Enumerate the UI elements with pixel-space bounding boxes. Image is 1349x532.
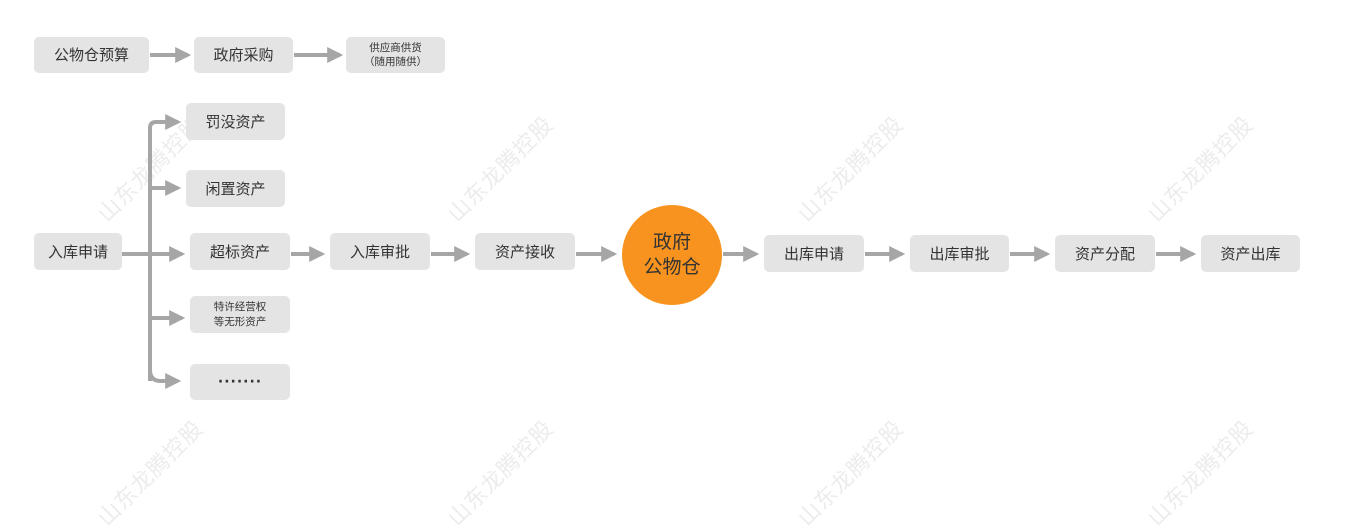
node-label: 闲置资产 [205, 179, 266, 198]
node-asset-receipt: 资产接收 [475, 233, 575, 270]
node-confiscated-assets: 罚没资产 [186, 103, 285, 140]
branch-arrow-icon [148, 369, 182, 389]
node-label: 超标资产 [209, 242, 270, 261]
node-excess-assets: 超标资产 [190, 233, 290, 270]
node-label: 罚没资产 [205, 112, 266, 131]
node-budget: 公物仓预算 [34, 37, 149, 73]
node-label: 入库申请 [47, 242, 108, 261]
node-label: 出库申请 [783, 244, 844, 263]
node-more-assets: ······· [190, 364, 290, 400]
node-label-line1: 特许经营权 [213, 301, 267, 314]
node-label-line1: 供应商供货 [369, 41, 422, 54]
node-asset-release: 资产出库 [1201, 235, 1300, 272]
node-franchise-intangible-assets: 特许经营权 等无形资产 [190, 296, 290, 333]
node-label: 公物仓预算 [53, 46, 129, 64]
node-outbound-approval: 出库审批 [910, 235, 1009, 272]
node-government-purchase: 政府采购 [194, 37, 293, 73]
node-label: 资产接收 [494, 242, 555, 261]
node-label-line2: （随用随供） [364, 56, 427, 68]
node-idle-assets: 闲置资产 [186, 170, 285, 207]
node-outbound-application: 出库申请 [764, 235, 864, 272]
node-label: 政府采购 [213, 46, 274, 64]
connector-arrows [122, 47, 1197, 389]
branch-arrow-icon [148, 114, 182, 381]
node-asset-allocation: 资产分配 [1055, 235, 1155, 272]
node-label: 资产出库 [1220, 244, 1281, 263]
node-label: 资产分配 [1074, 244, 1135, 263]
node-inbound-application: 入库申请 [34, 233, 122, 270]
node-label-line2: 等无形资产 [213, 315, 267, 328]
hub-label-line1: 政府 [652, 231, 691, 254]
node-label: 入库审批 [349, 242, 410, 261]
diagram-canvas: 山东龙腾控股 山东龙腾控股 山东龙腾控股 山东龙腾控股 山东龙腾控股 山东龙腾控… [34, 37, 1300, 531]
node-supplier-supply: 供应商供货 （随用随供） [346, 37, 445, 73]
node-inbound-approval: 入库审批 [330, 233, 430, 270]
hub-government-warehouse: 政府 公物仓 [622, 205, 722, 305]
node-label: 出库审批 [929, 244, 990, 263]
ellipsis-icon: ······· [217, 373, 263, 390]
hub-label-line2: 公物仓 [643, 256, 701, 278]
